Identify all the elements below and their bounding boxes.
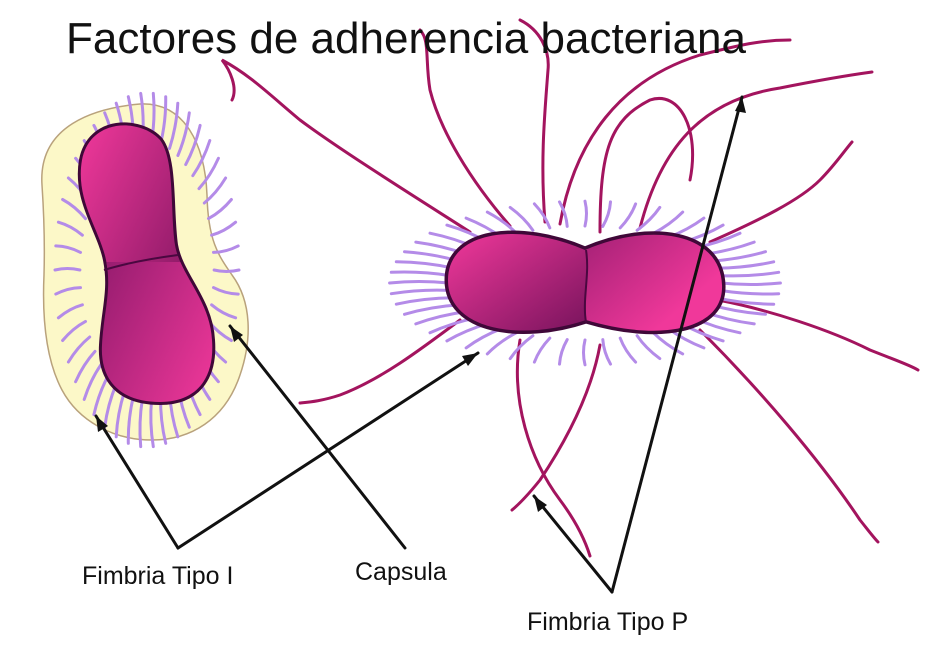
fimbria-tipo-1 bbox=[197, 156, 220, 191]
arrowhead bbox=[735, 97, 746, 113]
fimbria-tipo-1 bbox=[74, 349, 97, 384]
fimbria-tipo-1 bbox=[635, 334, 662, 361]
fimbria-tipo-p-group bbox=[220, 18, 920, 558]
fimbria-tipo-1 bbox=[719, 281, 782, 286]
arrow-fimbria-tipo-1-left bbox=[94, 414, 180, 550]
fimbria-tipo-1 bbox=[388, 280, 451, 285]
fimbria-tipo-1 bbox=[184, 123, 202, 167]
arrow-heads bbox=[96, 97, 746, 512]
fimbria-tipo-1 bbox=[168, 101, 180, 150]
fimbria-tipo-1 bbox=[508, 334, 535, 361]
fimbria-tipo-p bbox=[518, 18, 550, 224]
fimbria-tipo-1 bbox=[601, 200, 612, 228]
fimbria-tipo-p bbox=[698, 328, 880, 544]
fimbria-tipo-1 bbox=[651, 210, 685, 236]
fimbria-tipo-1 bbox=[718, 288, 781, 296]
fimbria-tipo-1 bbox=[207, 198, 233, 221]
fimbria-tipo-p bbox=[716, 298, 920, 372]
fimbria-tipo-1 bbox=[558, 200, 569, 228]
fimbria-tipo-p bbox=[220, 58, 472, 234]
fimbria-tipo-1 bbox=[212, 268, 241, 273]
fimbria-tipo-1 bbox=[532, 202, 552, 230]
left-bacterium-body bbox=[77, 122, 216, 406]
fimbria-tipo-p bbox=[515, 338, 592, 558]
fimbria-tipo-1 bbox=[635, 205, 662, 232]
label-fimbria-tipo-p: Fimbria Tipo P bbox=[527, 608, 689, 636]
arrow-capsula bbox=[228, 324, 407, 550]
fimbria-tipo-1 bbox=[582, 338, 587, 367]
fimbria-tipo-1 bbox=[54, 244, 82, 254]
fimbria-tipo-1 bbox=[715, 296, 776, 306]
fimbria-tipo-1 bbox=[618, 336, 638, 364]
fimbria-tipo-1 bbox=[558, 338, 569, 366]
arrowhead bbox=[534, 496, 547, 512]
fimbria-tipo-1 bbox=[601, 338, 612, 366]
fimbria-tipo-1 bbox=[56, 303, 84, 320]
right-bacterium-body bbox=[444, 230, 726, 335]
fimbria-tipo-1 bbox=[715, 260, 776, 270]
fimbria-tipo-1 bbox=[56, 220, 84, 237]
pointer-arrows bbox=[94, 95, 744, 594]
fimbria-tipo-p bbox=[418, 28, 512, 228]
label-fimbria-tipo-1: Fimbria Tipo I bbox=[82, 562, 234, 590]
diagram-title: Factores de adherencia bacteriana bbox=[66, 14, 746, 63]
fimbria-tipo-1 bbox=[212, 286, 240, 296]
fimbria-tipo-p bbox=[708, 140, 854, 244]
fimbria-tipo-1 bbox=[485, 330, 519, 356]
fimbria-tipo-p bbox=[558, 38, 792, 226]
fimbria-tipo-1 bbox=[176, 111, 191, 157]
fimbria-tipo-1 bbox=[54, 286, 82, 296]
fimbria-tipo-1 bbox=[532, 336, 552, 364]
fimbria-tipo-1 bbox=[61, 198, 87, 221]
fimbria-tipo-1 bbox=[389, 288, 452, 296]
fimbria-tipo-1 bbox=[583, 199, 588, 228]
arrow-fimbria-tipo-p-upper bbox=[610, 95, 744, 594]
fimbria-tipo-1 bbox=[53, 267, 82, 272]
fimbria-tipo-1 bbox=[394, 260, 455, 270]
fimbria-tipo-1 bbox=[718, 270, 781, 278]
fimbria-tipo-1 bbox=[212, 244, 240, 254]
arrowhead bbox=[96, 416, 108, 432]
fimbria-tipo-1 bbox=[210, 303, 238, 320]
fimbria-tipo-p bbox=[638, 70, 874, 230]
fimbria-tipo-1 bbox=[61, 319, 87, 342]
fimbria-tipo-1 bbox=[508, 205, 535, 232]
fimbria-tipo-1 bbox=[389, 270, 452, 278]
fimbria-tipo-1 bbox=[394, 296, 455, 306]
fimbria-tipo-p bbox=[598, 97, 695, 234]
fimbria-tipo-1 bbox=[66, 335, 92, 364]
fimbria-tipo-1 bbox=[191, 139, 212, 178]
fimbria-tipo-1 bbox=[82, 362, 103, 401]
arrowhead bbox=[462, 353, 478, 366]
fimbria-tipo-1 bbox=[210, 220, 238, 237]
arrowhead bbox=[230, 326, 243, 342]
fimbria-tipo-p bbox=[298, 318, 462, 405]
fimbria-tipo-p bbox=[510, 343, 602, 512]
fimbria-tipo-1 bbox=[651, 330, 685, 356]
fimbria-tipo-1 bbox=[202, 176, 228, 205]
label-capsula: Capsula bbox=[355, 558, 447, 586]
fimbria-tipo-1 bbox=[618, 202, 638, 230]
arrow-fimbria-tipo-p-lower bbox=[532, 494, 614, 594]
